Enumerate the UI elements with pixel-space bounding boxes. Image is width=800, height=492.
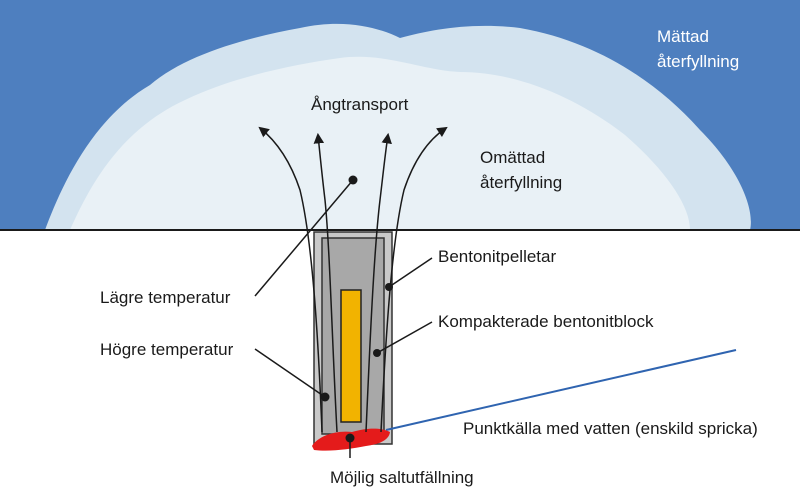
fracture-line <box>385 349 737 431</box>
pointer-dot-compacted-blocks <box>373 349 381 357</box>
canister <box>340 289 362 423</box>
pointer-dot-bentonite-pellets <box>385 283 393 291</box>
label-unsaturated-backfill-1: Omättad <box>480 148 545 167</box>
vapor-arrow-3 <box>365 132 392 433</box>
label-lower-temperature: Lägre temperatur <box>100 288 231 307</box>
label-higher-temperature: Högre temperatur <box>100 340 234 359</box>
label-point-source-water: Punktkälla med vatten (enskild spricka) <box>463 419 758 438</box>
label-unsaturated-backfill-2: återfyllning <box>480 173 562 192</box>
pointer-dot-higher-temperature <box>320 392 330 402</box>
vapor-arrow-4 <box>380 126 448 433</box>
pointer-higher-temperature <box>254 348 326 398</box>
vapor-arrow-2 <box>313 132 338 433</box>
label-saturated-backfill-1: Mättad <box>657 27 709 46</box>
pointer-bentonite-pellets <box>388 257 433 288</box>
label-saturated-backfill-2: återfyllning <box>657 52 739 71</box>
label-vapor-transport: Ångtransport <box>311 95 409 114</box>
label-bentonite-pellets: Bentonitpelletar <box>438 247 556 266</box>
label-salt-precipitation: Möjlig saltutfällning <box>330 468 474 487</box>
pointer-dot-lower-temperature <box>348 175 358 185</box>
unsaturated-backfill-inner <box>70 56 690 230</box>
vapor-arrow-1 <box>258 126 323 433</box>
label-compacted-blocks: Kompakterade bentonitblock <box>438 312 654 331</box>
pointer-compacted-blocks <box>376 321 433 354</box>
pointer-lower-temperature <box>254 179 354 297</box>
